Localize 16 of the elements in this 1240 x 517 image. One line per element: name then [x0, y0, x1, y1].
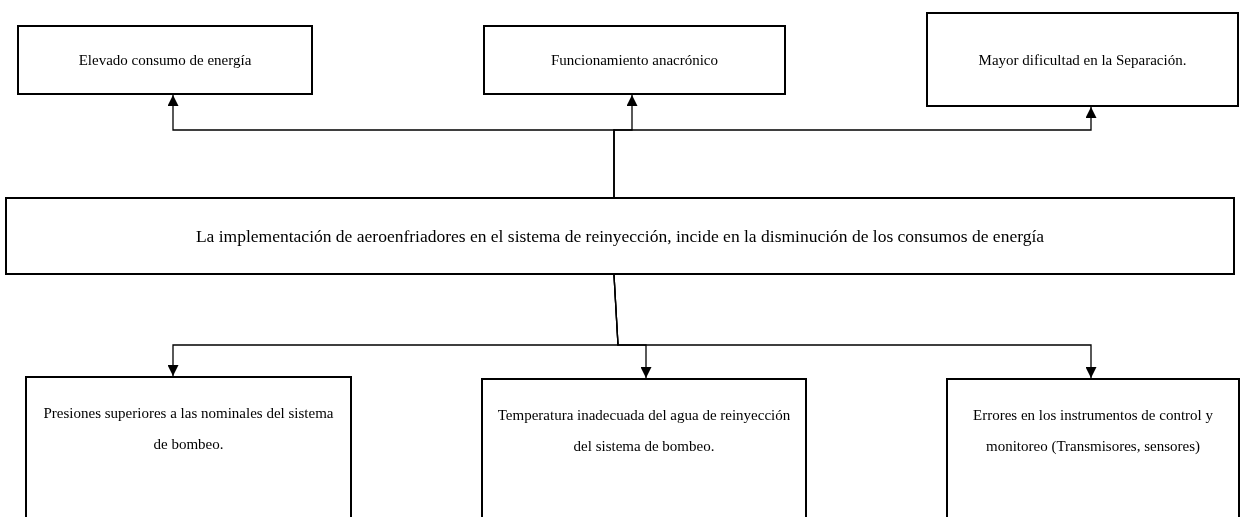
- box-text: Funcionamiento anacrónico: [551, 50, 718, 70]
- box-text: Elevado consumo de energía: [78, 50, 252, 70]
- text-box: [5, 197, 1235, 275]
- arrow: [613, 106, 1097, 198]
- text-box: [481, 378, 807, 517]
- box-text: Temperatura inadecuada del agua de reinyección del sistema de bombeo.: [497, 406, 791, 456]
- box-text: La implementación de aeroenfriadores en el sistema de reinyección, incide en la disminución de los consumos de energía: [195, 224, 1045, 248]
- box-text: Presiones superiores a las nominales del sistema de bombeo.: [42, 404, 335, 454]
- box-text: Errores en los instrumentos de control y monitoreo (Transmisores, sensores): [972, 406, 1214, 456]
- text-box: [483, 25, 786, 95]
- text-box: [17, 25, 313, 95]
- text-box: [25, 376, 352, 517]
- text-box: [946, 378, 1240, 517]
- box-text: Mayor dificultad en la Separación.: [978, 50, 1187, 70]
- arrow: [613, 274, 1097, 379]
- text-box: [926, 12, 1239, 107]
